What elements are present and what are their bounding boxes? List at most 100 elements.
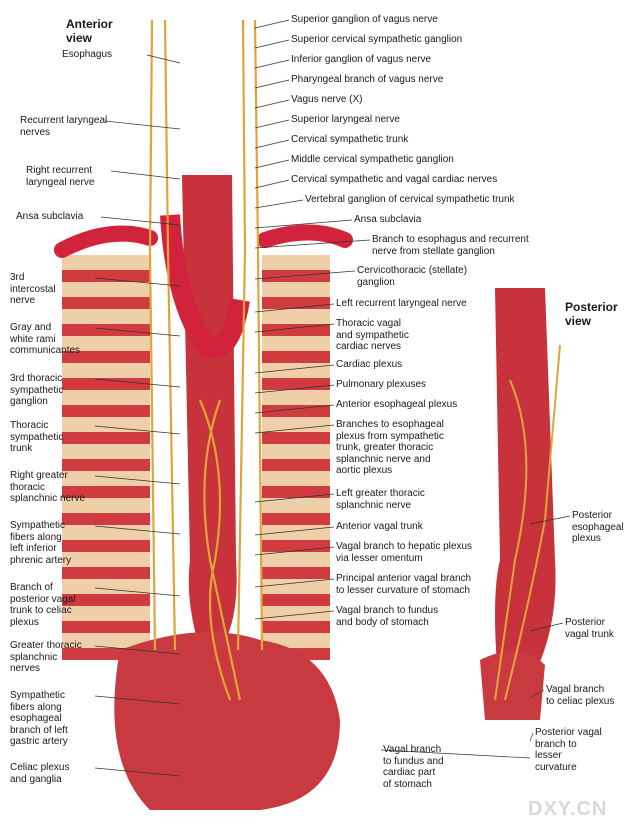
- leader-line: [380, 749, 531, 759]
- stomach-posterior: [480, 651, 545, 720]
- label-right-labels: Cervical sympathetic trunk: [291, 134, 409, 145]
- leader-line: [104, 120, 181, 130]
- leader-line: [94, 277, 181, 287]
- esophagus-anterior: [182, 175, 237, 650]
- label-right-labels: Cervicothoracic (stellate) ganglion: [357, 265, 468, 288]
- leader-line: [254, 384, 335, 394]
- label-right-labels: Branches to esophageal plexus from sympa…: [336, 419, 444, 476]
- leader-line: [254, 79, 290, 89]
- label-right-labels: Left greater thoracic splanchnic nerve: [336, 488, 425, 511]
- label-left-labels: Celiac plexus and ganglia: [10, 762, 70, 785]
- label-right-labels: Principal anterior vagal branch to lesse…: [336, 573, 472, 596]
- watermark: DXY.CN: [528, 798, 608, 820]
- leader-line: [110, 170, 181, 180]
- leader-line: [254, 364, 335, 374]
- leader-line: [94, 645, 181, 655]
- label-left-labels: Sympathetic fibers along left inferior p…: [10, 520, 72, 566]
- label-left-labels: Recurrent laryngeal nerves: [20, 115, 108, 138]
- label-left-labels: Esophagus: [62, 49, 113, 60]
- label-right-labels: Vertebral ganglion of cervical sympathet…: [305, 194, 515, 205]
- label-left-labels: Right recurrent laryngeal nerve: [26, 165, 95, 188]
- leader-line: [254, 59, 290, 69]
- label-left-labels: Greater thoracic splanchnic nerves: [10, 640, 82, 674]
- leader-line: [146, 54, 181, 64]
- label-right-labels: Thoracic vagal and sympathetic cardiac n…: [336, 318, 409, 352]
- posterior-view-title: Posterior view: [565, 300, 618, 328]
- label-posterior-labels: Posterior vagal branch to lesser curvatu…: [535, 727, 602, 773]
- label-left-labels: Gray and white rami communicantes: [10, 322, 81, 356]
- leader-lines: [94, 19, 571, 777]
- leader-line: [254, 159, 290, 169]
- leader-line: [254, 19, 290, 29]
- leader-line: [94, 475, 181, 485]
- label-right-labels: Pulmonary plexuses: [336, 379, 427, 390]
- leader-line: [254, 239, 371, 249]
- leader-line: [529, 689, 545, 699]
- anterior-view-title: Anterior view: [66, 17, 113, 45]
- leader-line: [254, 424, 335, 434]
- label-right-labels: Branch to esophagus and recurrent nerve …: [372, 234, 529, 257]
- subclavian-artery-right: [54, 225, 158, 258]
- leader-line: [100, 216, 181, 226]
- label-right-labels: Left recurrent laryngeal nerve: [336, 298, 467, 309]
- leader-line: [529, 732, 534, 742]
- leader-line: [254, 119, 290, 129]
- label-left-labels: Branch of posterior vagal trunk to celia…: [10, 582, 76, 628]
- label-left-labels: Right greater thoracic splanchnic nerve: [10, 470, 86, 504]
- leader-line: [254, 404, 335, 414]
- label-posterior-labels: Vagal branch to fundus and cardiac part …: [383, 744, 444, 790]
- leader-line: [254, 99, 290, 109]
- label-left-labels: 3rd intercostal nerve: [10, 272, 56, 306]
- label-left-labels: Thoracic sympathetic trunk: [10, 420, 64, 454]
- label-right-labels: Vagus nerve (X): [291, 94, 363, 105]
- label-right-labels: Pharyngeal branch of vagus nerve: [291, 74, 444, 85]
- label-right-labels: Inferior ganglion of vagus nerve: [291, 54, 432, 65]
- leader-line: [94, 587, 181, 597]
- leader-line: [529, 515, 571, 525]
- leader-line: [254, 303, 335, 313]
- leader-line: [94, 378, 181, 388]
- leader-line: [254, 578, 335, 588]
- label-posterior-labels: Posterior vagal trunk: [565, 617, 614, 640]
- label-right-labels: Cervical sympathetic and vagal cardiac n…: [291, 174, 498, 185]
- leader-line: [94, 425, 181, 435]
- leader-line: [529, 622, 564, 632]
- label-posterior-labels: Posterior esophageal plexus: [572, 510, 624, 544]
- leader-line: [254, 610, 335, 620]
- leader-line: [94, 525, 181, 535]
- subclavian-artery-left: [257, 224, 353, 248]
- leader-line: [254, 323, 335, 333]
- leader-line: [254, 493, 335, 503]
- label-left-labels: Sympathetic fibers along esophageal bran…: [10, 690, 68, 747]
- label-left-labels: Ansa subclavia: [16, 211, 84, 222]
- leader-line: [254, 139, 290, 149]
- leader-line: [94, 327, 181, 337]
- label-right-labels: Middle cervical sympathetic ganglion: [291, 154, 454, 165]
- leader-line: [94, 767, 181, 777]
- leader-line: [254, 546, 335, 556]
- label-right-labels: Superior ganglion of vagus nerve: [291, 14, 438, 25]
- leader-line: [94, 695, 181, 705]
- label-right-labels: Anterior vagal trunk: [336, 521, 423, 532]
- leader-line: [254, 199, 304, 209]
- label-right-labels: Cardiac plexus: [336, 359, 403, 370]
- vertebral-column: [62, 255, 330, 660]
- nerves: [148, 19, 264, 701]
- label-right-labels: Vagal branch to hepatic plexus via lesse…: [336, 541, 473, 564]
- label-posterior-labels: Vagal branch to celiac plexus: [546, 684, 615, 707]
- leader-line: [254, 270, 356, 280]
- label-left-labels: 3rd thoracic sympathetic ganglion: [10, 373, 64, 407]
- posterior-nerves: [494, 344, 561, 701]
- label-right-labels: Superior cervical sympathetic ganglion: [291, 34, 463, 45]
- leader-line: [254, 39, 290, 49]
- label-right-labels: Ansa subclavia: [354, 214, 422, 225]
- label-right-labels: Superior laryngeal nerve: [291, 114, 400, 125]
- stomach-anterior: [114, 632, 341, 810]
- label-right-labels: Vagal branch to fundus and body of stoma…: [336, 605, 439, 628]
- aortic-arch: [160, 214, 250, 358]
- label-right-labels: Anterior esophageal plexus: [336, 399, 458, 410]
- leader-line: [254, 179, 290, 189]
- leader-line: [254, 526, 335, 536]
